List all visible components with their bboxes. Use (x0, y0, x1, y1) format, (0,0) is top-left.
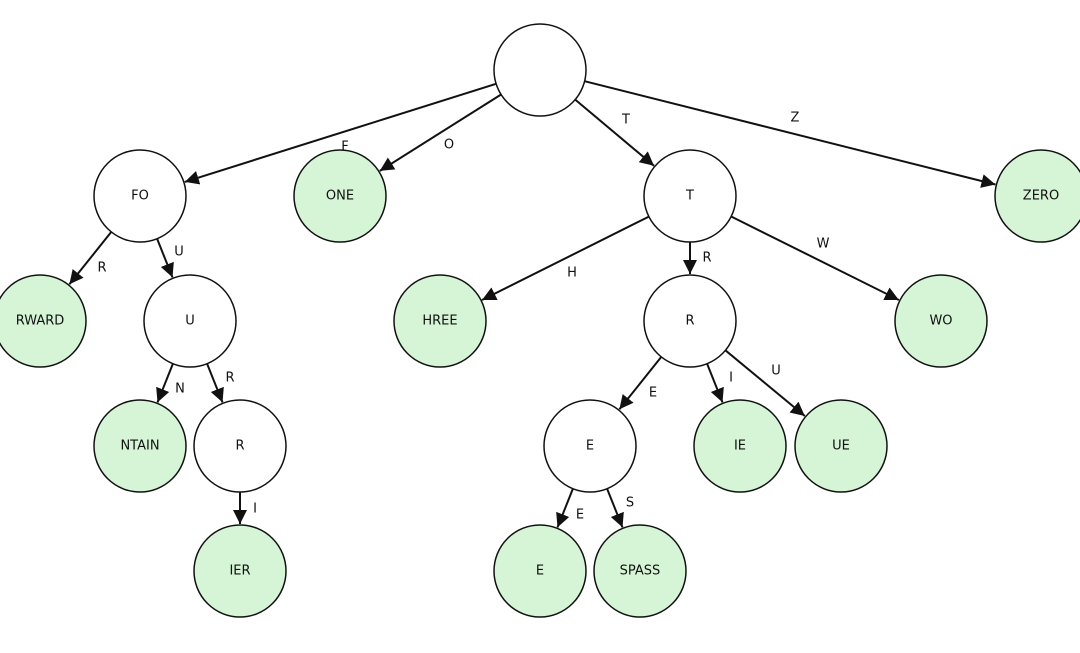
leaf-node-circle (894, 274, 988, 368)
node-e2: E (493, 524, 587, 618)
leaf-node-circle (794, 399, 888, 493)
internal-node-circle (543, 399, 637, 493)
node-label: SPASS (620, 564, 661, 579)
edge-fo-u (156, 238, 174, 278)
edge-label-e1-e2: E (576, 508, 584, 523)
edge-label-u-ntain: N (175, 382, 185, 397)
edge-label-e1-spass: S (626, 496, 634, 511)
node-t: T (643, 149, 737, 243)
leaf-node-circle (994, 149, 1080, 243)
internal-node-circle (93, 149, 187, 243)
edge-root-fo (184, 82, 497, 185)
internal-node-circle (493, 23, 587, 117)
node-hree: HREE (393, 274, 487, 368)
edge-t-hree (481, 215, 650, 301)
node-label: IER (229, 564, 250, 579)
edge-label-u-r2: R (225, 371, 234, 386)
edge-e1-spass (606, 488, 624, 528)
internal-node-circle (643, 149, 737, 243)
edge-r1-ue (724, 349, 806, 417)
node-r2: R (193, 399, 287, 493)
edge-label-fo-u: U (174, 245, 184, 260)
node-label: R (685, 314, 694, 329)
node-ue: UE (794, 399, 888, 493)
edge-label-r1-ue: U (771, 364, 781, 379)
edge-label-r1-ie1: I (729, 371, 733, 386)
node-ier: IER (193, 524, 287, 618)
leaf-node-circle (93, 399, 187, 493)
edge-label-r2-ier: I (253, 502, 257, 517)
node-label: E (586, 439, 594, 454)
edge-t-wo (730, 215, 900, 301)
leaf-node-circle (493, 524, 587, 618)
node-u: U (143, 274, 237, 368)
internal-node-circle (193, 399, 287, 493)
node-ntain: NTAIN (93, 399, 187, 493)
node-label: IE (734, 439, 746, 454)
node-zero: ZERO (994, 149, 1080, 243)
edge-label-fo-rward: R (97, 261, 106, 276)
leaf-node-circle (593, 524, 687, 618)
node-label: NTAIN (120, 439, 159, 454)
node-label: WO (929, 314, 952, 329)
edge-label-root-zero: Z (791, 111, 800, 126)
edge-root-zero (584, 80, 996, 188)
node-label: RWARD (16, 314, 65, 329)
node-rward: RWARD (0, 274, 87, 368)
edges-layer (68, 80, 996, 528)
edge-root-one (379, 93, 502, 172)
leaf-node-circle (193, 524, 287, 618)
node-root (493, 23, 587, 117)
node-label: U (185, 314, 195, 329)
edge-label-t-r1: R (702, 251, 711, 266)
edge-root-t (574, 98, 655, 167)
edge-u-ntain (156, 363, 174, 403)
node-label: T (685, 189, 694, 204)
edge-label-root-t: T (621, 113, 630, 128)
node-label: R (235, 439, 244, 454)
node-e1: E (543, 399, 637, 493)
edge-label-t-hree: H (567, 266, 577, 281)
node-spass: SPASS (593, 524, 687, 618)
edge-label-root-fo: F (341, 140, 348, 155)
node-r1: R (643, 274, 737, 368)
edge-fo-rward (68, 231, 113, 285)
node-wo: WO (894, 274, 988, 368)
edge-label-t-wo: W (817, 237, 830, 252)
node-label: ONE (326, 189, 354, 204)
node-ie1: IE (693, 399, 787, 493)
edge-u-r2 (206, 363, 224, 403)
leaf-node-circle (693, 399, 787, 493)
node-label: E (536, 564, 544, 579)
leaf-node-circle (293, 149, 387, 243)
edge-r1-ie1 (706, 363, 724, 403)
node-label: UE (832, 439, 850, 454)
edge-label-r1-e1: E (649, 386, 657, 401)
edge-r1-e1 (618, 356, 663, 410)
node-one: ONE (293, 149, 387, 243)
edge-label-root-one: O (444, 138, 454, 153)
leaf-node-circle (0, 274, 87, 368)
internal-node-circle (143, 274, 237, 368)
node-label: ZERO (1023, 189, 1059, 204)
internal-node-circle (643, 274, 737, 368)
leaf-node-circle (393, 274, 487, 368)
node-label: FO (131, 189, 149, 204)
node-label: HREE (422, 314, 457, 329)
edge-e1-e2 (556, 488, 574, 528)
node-fo: FO (93, 149, 187, 243)
